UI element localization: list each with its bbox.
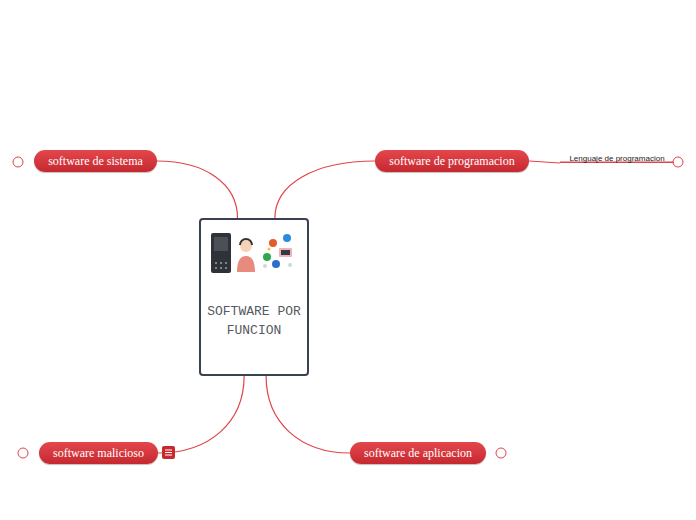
subtopic: Lenguaje de programacion <box>560 147 674 163</box>
topic-text: software de sistema <box>48 154 143 168</box>
branch-connector <box>275 161 375 218</box>
branch-connector <box>158 376 244 453</box>
branch-connector <box>266 376 350 453</box>
topic-text: Lenguaje de programacion <box>569 154 664 163</box>
topic-text: software malicioso <box>53 446 144 460</box>
main-topic: software de programacion <box>375 150 529 172</box>
software-illustration <box>201 228 307 288</box>
note-icon <box>162 446 175 459</box>
branch-connector <box>529 161 560 163</box>
topic-text: software de programacion <box>389 154 514 168</box>
collapse-circles <box>13 157 683 458</box>
central-topic: SOFTWARE POR FUNCION <box>199 218 309 376</box>
main-topic: software de aplicacion <box>350 442 486 464</box>
main-topic: software malicioso <box>39 442 158 464</box>
main-topic: software de sistema <box>34 150 157 172</box>
topic-text: SOFTWARE POR FUNCION <box>201 302 307 340</box>
branch-connector <box>157 161 238 218</box>
topic-text: software de aplicacion <box>364 446 472 460</box>
